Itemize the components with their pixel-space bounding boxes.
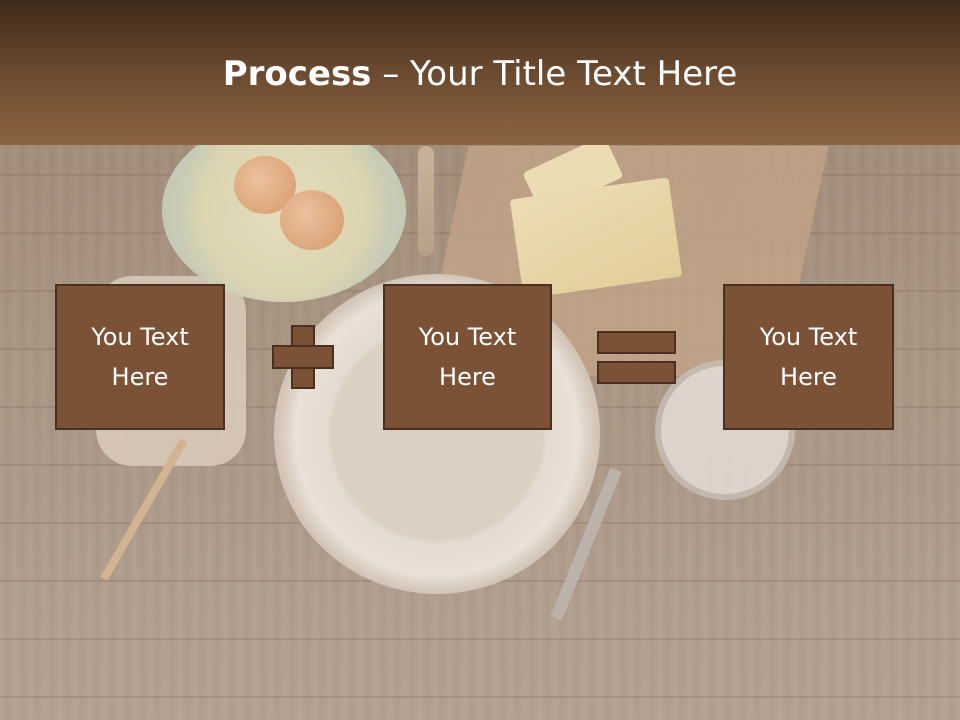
title-band bbox=[0, 0, 960, 145]
process-box-2[interactable]: You Text Here bbox=[383, 284, 552, 430]
equals-top-bar bbox=[597, 331, 676, 354]
egg-bowl-image bbox=[162, 118, 406, 302]
equals-bottom-bar bbox=[597, 361, 676, 384]
egg-yolk bbox=[280, 190, 344, 250]
title-bold: Process bbox=[222, 54, 372, 94]
process-box-1[interactable]: You Text Here bbox=[55, 284, 225, 430]
wheat-image bbox=[418, 146, 434, 256]
plus-center bbox=[293, 347, 313, 367]
process-box-3[interactable]: You Text Here bbox=[723, 284, 894, 430]
slide-title[interactable]: Process – Your Title Text Here bbox=[0, 52, 960, 96]
title-rest: – Your Title Text Here bbox=[371, 54, 738, 94]
